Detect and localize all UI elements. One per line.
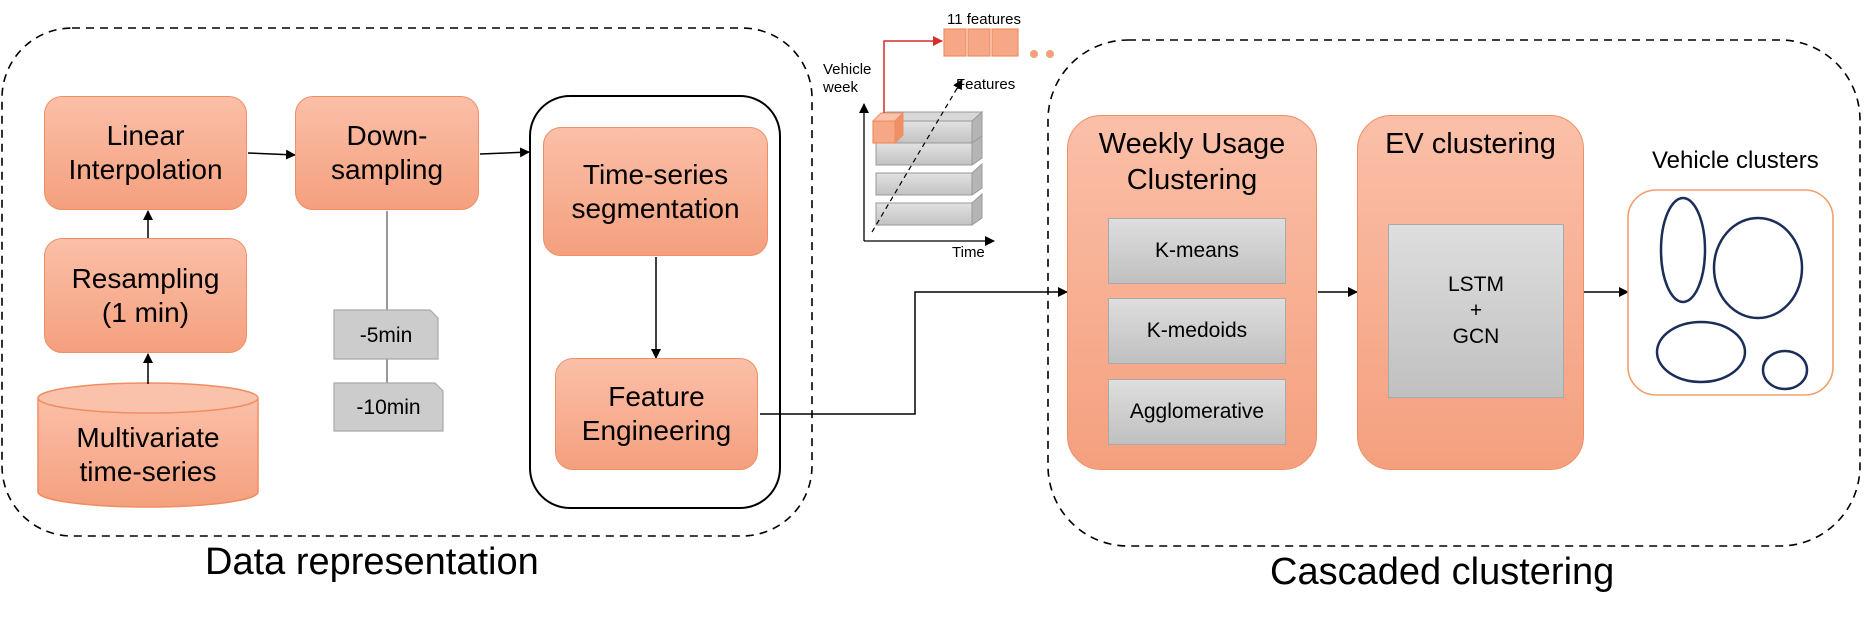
features-axis-label: Features — [956, 76, 1016, 93]
red-feature-arrow — [883, 36, 943, 113]
downsampling-box: Down- sampling — [295, 96, 479, 210]
cascaded-clustering-group — [1047, 39, 1861, 547]
cluster-ellipse — [1659, 196, 1707, 304]
multivariate-cylinder — [37, 382, 259, 508]
resampling-box: Resampling (1 min) — [44, 238, 247, 353]
tensor-highlight-cube — [872, 120, 896, 144]
cluster-ellipse — [1655, 320, 1747, 384]
segmentation-panel — [529, 95, 781, 509]
option-note-10min — [333, 382, 444, 432]
arrow-downsampling-to-panel — [479, 147, 530, 158]
option-5min-label: -5min — [359, 324, 413, 347]
features-count-label: 11 features — [947, 11, 1021, 28]
arrow-feature-to-weekly — [760, 287, 1068, 415]
vehicle-week-label: Vehicle week — [823, 61, 872, 96]
feature-engineering-box: Feature Engineering — [555, 358, 758, 470]
linear-interpolation-box: Linear Interpolation — [44, 96, 247, 210]
time-axis-label: Time — [952, 244, 985, 261]
segmentation-box: Time-series segmentation — [543, 127, 768, 256]
vehicle-clusters-label: Vehicle clusters — [1652, 147, 1819, 174]
cascaded-clustering-title: Cascaded clustering — [1270, 551, 1615, 593]
multivariate-label: Multivariate time-series — [76, 422, 220, 487]
feature-vector — [943, 28, 1054, 58]
method-kmeans: K-means — [1108, 218, 1286, 284]
method-agglomerative: Agglomerative — [1108, 379, 1286, 445]
ellipsis-dot — [1030, 50, 1038, 58]
cluster-ellipse — [1761, 349, 1809, 391]
data-representation-title: Data representation — [205, 541, 539, 583]
ellipsis-dot — [1046, 50, 1054, 58]
arrow-interpolation-to-downsampling — [247, 149, 296, 160]
method-kmedoids: K-medoids — [1108, 298, 1286, 364]
tensor-z-axis — [871, 79, 963, 233]
tensor-illustration — [859, 28, 1054, 246]
option-note-5min — [333, 309, 439, 360]
option-10min-label: -10min — [356, 396, 421, 419]
vehicle-clusters-box — [1627, 189, 1834, 396]
lstm-gcn-model: LSTM + GCN — [1388, 224, 1564, 398]
cluster-ellipse — [1712, 216, 1804, 320]
